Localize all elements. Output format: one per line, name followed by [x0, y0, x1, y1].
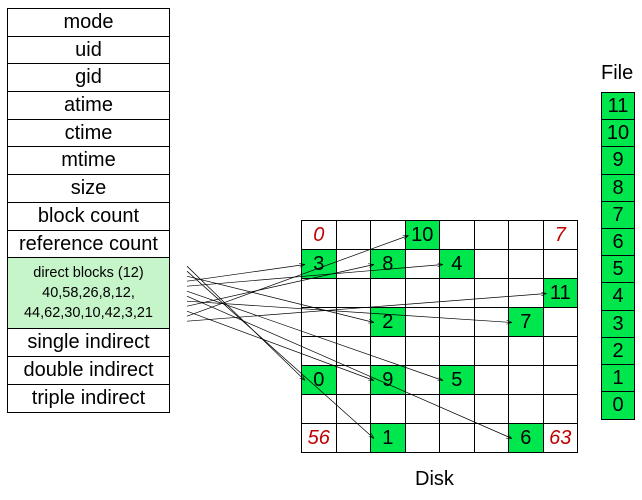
file-label: File: [601, 62, 634, 84]
disk-file-block-9: 9: [371, 366, 406, 395]
disk-block-1: [336, 221, 371, 250]
disk-block-14: [509, 250, 544, 279]
disk-block-54: [509, 395, 544, 424]
direct-blocks-line2: 44,62,30,10,42,3,21: [23, 305, 153, 322]
disk-block-18: [371, 279, 406, 308]
file-block-2: 2: [602, 337, 634, 365]
file-block-8: 8: [602, 174, 634, 202]
disk-block-21: [474, 279, 509, 308]
disk-file-block-10: 10: [405, 221, 440, 250]
disk-block-41: [336, 366, 371, 395]
disk-label: Disk: [415, 468, 454, 490]
disk-block-55: [543, 395, 578, 424]
disk-block-4: [440, 221, 475, 250]
inode-field-triple-indirect: triple indirect: [31, 386, 146, 409]
disk-block-9: [336, 250, 371, 279]
inode-field-single-indirect: single indirect: [8, 329, 169, 357]
disk-block-49: [336, 395, 371, 424]
disk-file-block-11: 11: [543, 279, 578, 308]
inode-field-double-indirect: double indirect: [8, 357, 169, 385]
disk-block-50: [371, 395, 406, 424]
disk-block-56: 56: [302, 424, 337, 453]
disk-block-19: [405, 279, 440, 308]
pointer-arrow-to-block-8: [186, 265, 305, 282]
disk-block-25: [336, 308, 371, 337]
inode-field-direct-blocks: direct blocks (12) 40,58,26,8,12, 44,62,30…: [8, 258, 169, 330]
inode-field-size: size: [8, 175, 169, 203]
disk-file-block-3: 3: [302, 250, 337, 279]
disk-file-block-8: 8: [371, 250, 406, 279]
file-block-6: 6: [602, 228, 634, 257]
inode-field-mode: mode: [8, 9, 169, 37]
disk-block-24: [302, 308, 337, 337]
disk-file-block-5: 5: [440, 366, 475, 395]
disk-block-43: [405, 366, 440, 395]
disk-block-47: [543, 366, 578, 395]
inode-field-ctime: ctime: [8, 120, 169, 148]
inode-field-block-count: block count: [8, 203, 169, 231]
direct-blocks-title: direct blocks (12): [33, 265, 144, 282]
disk-block-34: [371, 337, 406, 366]
disk-block-31: [543, 308, 578, 337]
disk-block-63: 63: [543, 424, 578, 453]
inode-field-uid: uid: [8, 37, 169, 65]
disk-block-45: [474, 366, 509, 395]
disk-block-61: [474, 424, 509, 453]
disk-block-35: [405, 337, 440, 366]
inode-field-atime: atime: [8, 92, 169, 120]
disk-block-15: [543, 250, 578, 279]
disk-block-52: [440, 395, 475, 424]
disk-block-6: [509, 221, 544, 250]
inode-field-reference-count: reference count: [8, 231, 169, 259]
file-block-9: 9: [602, 147, 634, 175]
disk-block-46: [509, 366, 544, 395]
disk-block-20: [440, 279, 475, 308]
disk-block-33: [336, 337, 371, 366]
disk-block-37: [474, 337, 509, 366]
disk-file-block-7: 7: [509, 308, 544, 337]
disk-block-27: [405, 308, 440, 337]
disk-block-16: [302, 279, 337, 308]
disk-file-block-4: 4: [440, 250, 475, 279]
disk-block-48: [302, 395, 337, 424]
disk-block-60: [440, 424, 475, 453]
file-block-4: 4: [602, 283, 634, 311]
disk-block-32: [302, 337, 337, 366]
disk-block-36: [440, 337, 475, 366]
pointer-arrow-to-block-40: [186, 265, 305, 380]
disk-block-0: 0: [302, 221, 337, 250]
disk-file-block-0: 0: [302, 366, 337, 395]
disk-block-22: [509, 279, 544, 308]
disk-block-29: [474, 308, 509, 337]
disk-file-block-1: 1: [371, 424, 406, 453]
disk-block-17: [336, 279, 371, 308]
file-block-3: 3: [602, 310, 634, 338]
file-block-0: 0: [602, 392, 634, 420]
file-block-10: 10: [602, 120, 634, 148]
disk-block-53: [474, 395, 509, 424]
disk-block-51: [405, 395, 440, 424]
direct-blocks-line1: 40,58,26,8,12,: [42, 285, 135, 302]
disk-block-39: [543, 337, 578, 366]
disk-file-block-6: 6: [509, 424, 544, 453]
disk-block-28: [440, 308, 475, 337]
inode-field-gid: gid: [8, 64, 169, 93]
disk-block-11: [405, 250, 440, 279]
disk-block-13: [474, 250, 509, 279]
file-block-1: 1: [602, 364, 634, 393]
disk-block-7: 7: [543, 221, 578, 250]
disk-block-5: [474, 221, 509, 250]
file-block-5: 5: [602, 256, 634, 284]
disk-block-38: [509, 337, 544, 366]
disk-block-2: [371, 221, 406, 250]
disk-block-59: [405, 424, 440, 453]
inode-field-mtime: mtime: [8, 147, 169, 176]
file-block-11: 11: [602, 93, 634, 121]
disk-file-block-2: 2: [371, 308, 406, 337]
file-block-7: 7: [602, 201, 634, 229]
disk-block-57: [336, 424, 371, 453]
